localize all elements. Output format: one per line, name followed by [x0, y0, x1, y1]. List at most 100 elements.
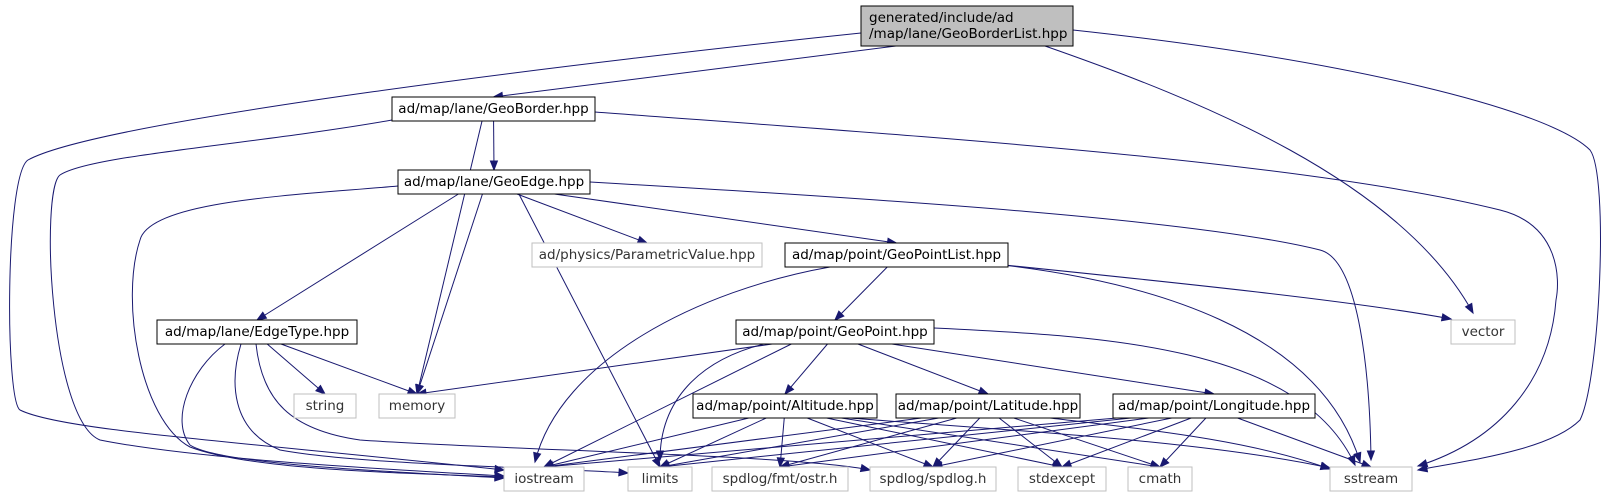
- edge-geoedge-to-memory: [416, 193, 483, 395]
- edge-geopoint-to-iostream: [543, 343, 792, 468]
- edge-longitude-to-iostream: [543, 417, 1118, 468]
- node-box-parametric: [531, 242, 763, 268]
- node-edgetype[interactable]: ad/map/lane/EdgeType.hpp: [156, 319, 358, 345]
- arrowhead-edgetype-to-memory: [406, 386, 419, 395]
- arrowhead-edgetype-to-limits: [618, 468, 630, 477]
- arrowhead-geoedge-to-sstream: [1366, 450, 1376, 462]
- edge-geopoint-to-longitude: [891, 343, 1215, 395]
- arrowhead-geoedge-to-parametric: [636, 235, 649, 244]
- edge-geopoint-to-sstream: [933, 327, 1356, 466]
- node-label-parametric: ad/physics/ParametricValue.hpp: [539, 247, 755, 263]
- edge-geopoint-to-memory: [416, 343, 773, 395]
- arrowhead-geoborder-to-sstream: [1416, 459, 1429, 468]
- node-label-sstream: sstream: [1344, 471, 1398, 487]
- edge-longitude-to-ostr: [779, 417, 1149, 468]
- arrowhead-geoedge-to-memory: [415, 383, 424, 396]
- node-box-geopointlist: [784, 242, 1009, 268]
- node-label-spdlog: spdlog/spdlog.h: [880, 471, 987, 487]
- node-root[interactable]: generated/include/ad/map/lane/GeoBorderL…: [860, 5, 1074, 47]
- node-ostr: spdlog/fmt/ostr.h: [711, 466, 849, 492]
- node-sstream: sstream: [1329, 466, 1413, 492]
- nodes-layer: generated/include/ad/map/lane/GeoBorderL…: [156, 5, 1516, 492]
- edge-root-to-iostream: [9, 32, 862, 471]
- arrowhead-geoborder-to-geoedge: [489, 160, 499, 172]
- edge-geoedge-to-edgetype: [256, 193, 459, 321]
- edge-latitude-to-stdexcept: [998, 417, 1063, 468]
- node-label-ostr: spdlog/fmt/ostr.h: [723, 471, 838, 487]
- arrowhead-geopointlist-to-iostream: [533, 451, 542, 464]
- edge-geoborder-to-sstream: [594, 111, 1558, 467]
- edge-root-to-geoborder: [493, 45, 897, 98]
- node-label-geopoint: ad/map/point/GeoPoint.hpp: [742, 324, 927, 340]
- node-label-limits: limits: [642, 471, 679, 487]
- node-latitude[interactable]: ad/map/point/Latitude.hpp: [895, 393, 1081, 419]
- edge-geoedge-to-sstream: [589, 181, 1372, 461]
- edge-longitude-to-sstream: [1237, 417, 1372, 468]
- arrowhead-latitude-to-sstream: [1319, 461, 1332, 470]
- edge-edgetype-to-iostream: [181, 343, 505, 479]
- node-label-geoedge: ad/map/lane/GeoEdge.hpp: [404, 174, 584, 190]
- node-box-cmath: [1127, 466, 1193, 492]
- edge-latitude-to-limits: [659, 417, 939, 468]
- edge-geopoint-to-limits: [659, 343, 765, 461]
- node-altitude[interactable]: ad/map/point/Altitude.hpp: [692, 393, 878, 419]
- node-geopointlist[interactable]: ad/map/point/GeoPointList.hpp: [784, 242, 1009, 268]
- node-parametric: ad/physics/ParametricValue.hpp: [531, 242, 763, 268]
- node-box-iostream: [503, 466, 585, 492]
- node-label-geoborder: ad/map/lane/GeoBorder.hpp: [398, 101, 588, 117]
- edge-longitude-to-cmath: [1159, 417, 1207, 468]
- node-cmath: cmath: [1127, 466, 1193, 492]
- arrowhead-geopoint-to-limits: [655, 450, 665, 462]
- node-geoedge[interactable]: ad/map/lane/GeoEdge.hpp: [397, 169, 591, 195]
- edge-altitude-to-stdexcept: [826, 417, 1063, 468]
- node-box-geoborder: [391, 96, 596, 122]
- node-geopoint[interactable]: ad/map/point/GeoPoint.hpp: [735, 319, 935, 345]
- arrowhead-geopointlist-to-sstream: [1353, 451, 1362, 464]
- edge-edgetype-to-memory: [280, 343, 418, 395]
- node-box-stdexcept: [1017, 466, 1107, 492]
- node-box-geopoint: [735, 319, 935, 345]
- node-box-sstream: [1329, 466, 1413, 492]
- node-label-geopointlist: ad/map/point/GeoPointList.hpp: [792, 247, 1001, 263]
- arrowhead-edgetype-to-spdlog: [859, 463, 872, 473]
- arrowhead-edgetype-to-iostream: [494, 473, 506, 482]
- arrowhead-longitude-to-stdexcept: [1060, 459, 1073, 468]
- node-box-vector: [1450, 319, 1516, 345]
- node-label-root: generated/include/ad: [869, 10, 1014, 26]
- node-limits: limits: [627, 466, 693, 492]
- arrowhead-geopoint-to-latitude: [977, 386, 990, 395]
- edge-geoborder-to-iostream: [49, 119, 505, 477]
- arrowhead-geoedge-to-limits: [651, 456, 661, 469]
- node-box-limits: [627, 466, 693, 492]
- arrowhead-longitude-to-sstream: [1360, 459, 1373, 468]
- node-label-altitude: ad/map/point/Altitude.hpp: [696, 398, 874, 414]
- node-label-iostream: iostream: [514, 471, 573, 487]
- node-iostream: iostream: [503, 466, 585, 492]
- node-box-longitude: [1112, 393, 1316, 419]
- edge-geopointlist-to-geopoint: [834, 266, 888, 321]
- edge-root-to-vector: [1044, 45, 1474, 314]
- arrowhead-altitude-to-ostr: [776, 457, 786, 469]
- arrowhead-geopoint-to-altitude: [784, 384, 795, 396]
- arrowhead-latitude-to-stdexcept: [1051, 457, 1064, 468]
- node-label-latitude: ad/map/point/Latitude.hpp: [898, 398, 1078, 414]
- node-longitude[interactable]: ad/map/point/Longitude.hpp: [1112, 393, 1316, 419]
- node-vector: vector: [1450, 319, 1516, 345]
- node-spdlog: spdlog/spdlog.h: [869, 466, 997, 492]
- node-label-vector: vector: [1462, 324, 1505, 340]
- edge-geopointlist-to-sstream: [984, 262, 1361, 463]
- node-box-altitude: [692, 393, 878, 419]
- edge-edgetype-to-string: [266, 343, 326, 395]
- edge-longitude-to-spdlog: [932, 417, 1172, 468]
- edge-root-to-sstream: [1072, 29, 1601, 471]
- node-stdexcept: stdexcept: [1017, 466, 1107, 492]
- node-string: string: [293, 393, 357, 419]
- arrowhead-longitude-to-cmath: [1159, 457, 1170, 469]
- edge-altitude-to-iostream: [543, 417, 749, 468]
- node-box-root: [860, 5, 1074, 47]
- node-box-edgetype: [156, 319, 358, 345]
- node-box-string: [293, 393, 357, 419]
- node-geoborder[interactable]: ad/map/lane/GeoBorder.hpp: [391, 96, 596, 122]
- edge-latitude-to-iostream: [543, 417, 922, 468]
- node-label-longitude: ad/map/point/Longitude.hpp: [1118, 398, 1310, 414]
